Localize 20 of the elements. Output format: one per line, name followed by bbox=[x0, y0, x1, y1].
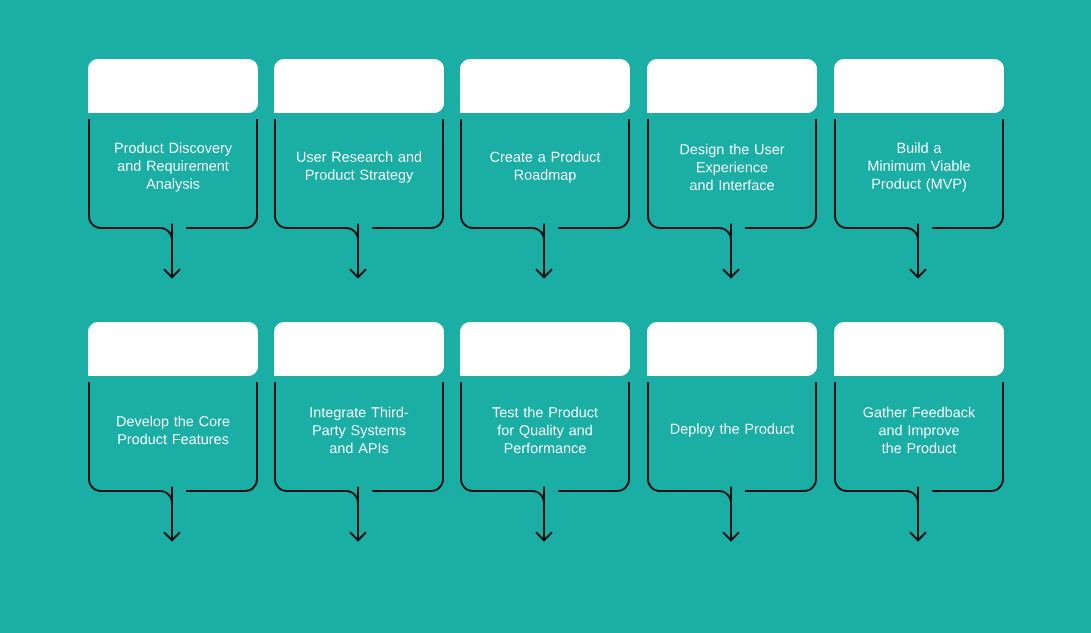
arrow bbox=[535, 222, 553, 279]
arrow bbox=[163, 485, 181, 542]
step-text: Develop the Core Product Features bbox=[117, 415, 230, 445]
arrow bbox=[909, 485, 927, 542]
arrow bbox=[349, 485, 367, 542]
step-text: User Research and Product Strategy bbox=[297, 151, 422, 183]
arrow bbox=[349, 222, 367, 279]
arrow bbox=[535, 485, 553, 542]
arrow bbox=[722, 485, 740, 542]
step-text: Product Discovery and Requirement Analysis bbox=[115, 142, 232, 192]
step-text: Build a Minimum Viable Product (MVP) bbox=[868, 142, 970, 192]
step-text: Deploy the Product bbox=[670, 423, 795, 437]
arrow bbox=[722, 222, 740, 279]
arrow bbox=[909, 222, 927, 279]
arrow bbox=[163, 222, 181, 279]
step-text: Create a Product Roadmap bbox=[490, 151, 601, 183]
step-text: Integrate Third-Party Systems and APIs bbox=[310, 406, 409, 454]
step-text: Test the Product for Quality and Performance bbox=[492, 406, 598, 454]
step-text: Gather Feedback and Improve the Product bbox=[863, 406, 976, 454]
step-text: Design the User Experience and Interface bbox=[680, 143, 785, 191]
